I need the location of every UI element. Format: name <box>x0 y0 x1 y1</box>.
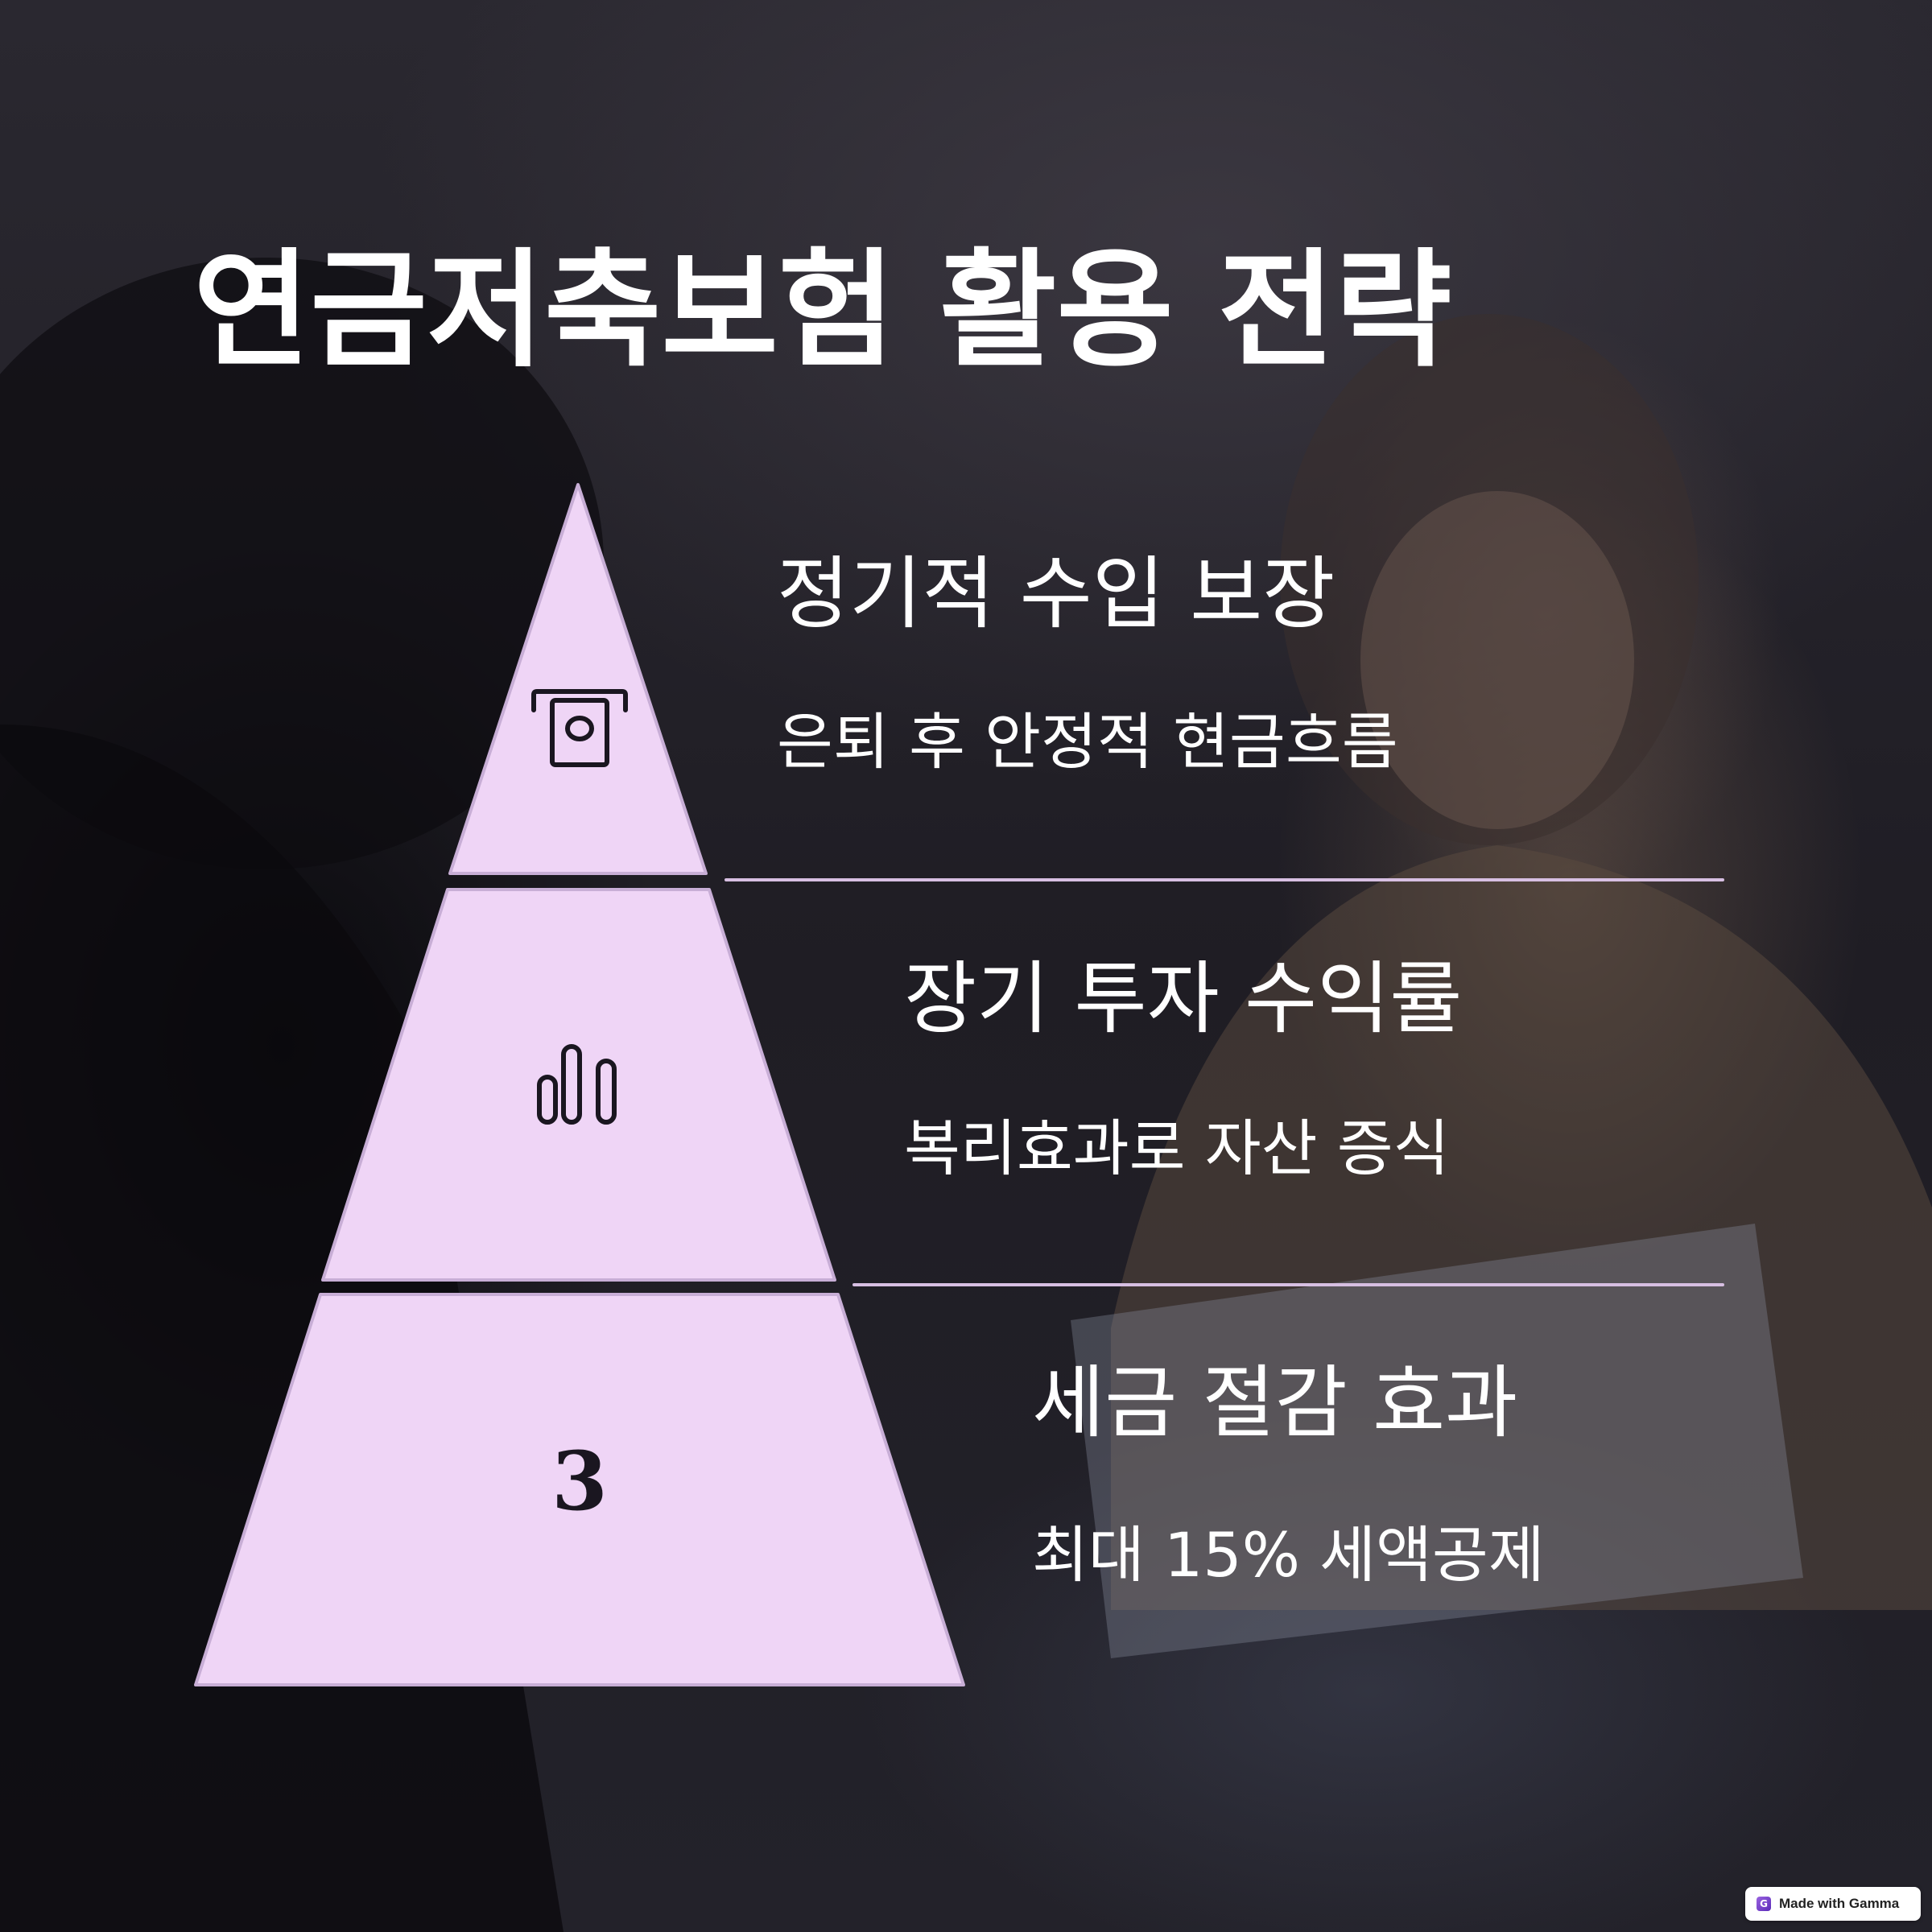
page-title: 연금저축보험 활용 전략 <box>193 237 1452 385</box>
tier-1-heading: 정기적 수입 보장 <box>777 548 1335 640</box>
pyramid-tier-top <box>448 483 708 875</box>
tier-2-heading: 장기 투자 수익률 <box>904 953 1463 1045</box>
bar-chart-icon <box>537 1044 617 1125</box>
badge-label: Made with Gamma <box>1779 1896 1900 1911</box>
divider-2 <box>852 1283 1724 1286</box>
divider-1 <box>724 878 1724 881</box>
made-with-gamma-badge[interactable]: G Made with Gamma <box>1745 1887 1921 1921</box>
tier-3-subtext: 최대 15% 세액공제 <box>1032 1519 1545 1591</box>
tier-3-number: 3 <box>551 1434 608 1529</box>
gamma-logo-icon: G <box>1757 1897 1771 1911</box>
tier-2-subtext: 복리효과로 자산 증식 <box>904 1113 1450 1184</box>
tier-3-heading: 세금 절감 효과 <box>1032 1357 1518 1449</box>
tier-1-subtext: 은퇴 후 안정적 현금흐름 <box>777 706 1398 778</box>
pyramid-tier-bottom <box>194 1293 965 1686</box>
atm-cash-icon <box>531 689 628 767</box>
